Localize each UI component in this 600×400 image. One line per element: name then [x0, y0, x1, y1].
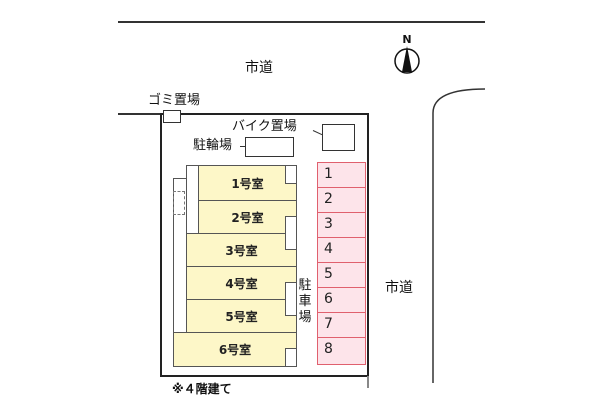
unit-3: 3号室	[186, 233, 297, 267]
parking-space-7: 7	[317, 312, 366, 338]
unit-1: 1号室	[198, 165, 297, 201]
garbage-area	[163, 110, 181, 123]
stair-dashed-outline	[173, 191, 185, 215]
north-compass-icon: N	[393, 32, 421, 78]
bike-parking-area	[322, 124, 355, 151]
garbage-area-label: ゴミ置場	[148, 93, 201, 108]
parking-space-6: 6	[317, 287, 366, 313]
parking-space-2: 2	[317, 187, 366, 213]
unit-5: 5号室	[186, 299, 297, 333]
bicycle-parking-area	[245, 137, 294, 157]
parking-space-1: 1	[317, 162, 366, 188]
parking-space-4: 4	[317, 237, 366, 263]
bicycle-parking-label: 駐輪場	[193, 138, 233, 153]
floors-note: ※４階建て	[172, 382, 232, 396]
east-road-label: 市道	[385, 280, 413, 296]
parking-space-8: 8	[317, 337, 366, 365]
unit-6: 6号室	[173, 332, 297, 367]
parking-space-3: 3	[317, 212, 366, 238]
svg-text:N: N	[402, 33, 411, 46]
balcony	[285, 216, 297, 250]
bike-parking-label: バイク置場	[232, 119, 297, 134]
north-road-label: 市道	[245, 60, 273, 76]
unit-4: 4号室	[186, 266, 297, 300]
balcony	[285, 165, 297, 184]
balcony	[285, 348, 297, 367]
parking-space-5: 5	[317, 262, 366, 288]
site-boundary-west-line	[118, 113, 162, 115]
balcony	[285, 282, 297, 316]
site-boundary-east-extension	[367, 376, 369, 388]
east-road-edge	[430, 85, 490, 385]
unit-2: 2号室	[198, 200, 297, 234]
north-road-edge	[118, 21, 485, 23]
parking-label: 駐 車 場	[298, 278, 312, 325]
